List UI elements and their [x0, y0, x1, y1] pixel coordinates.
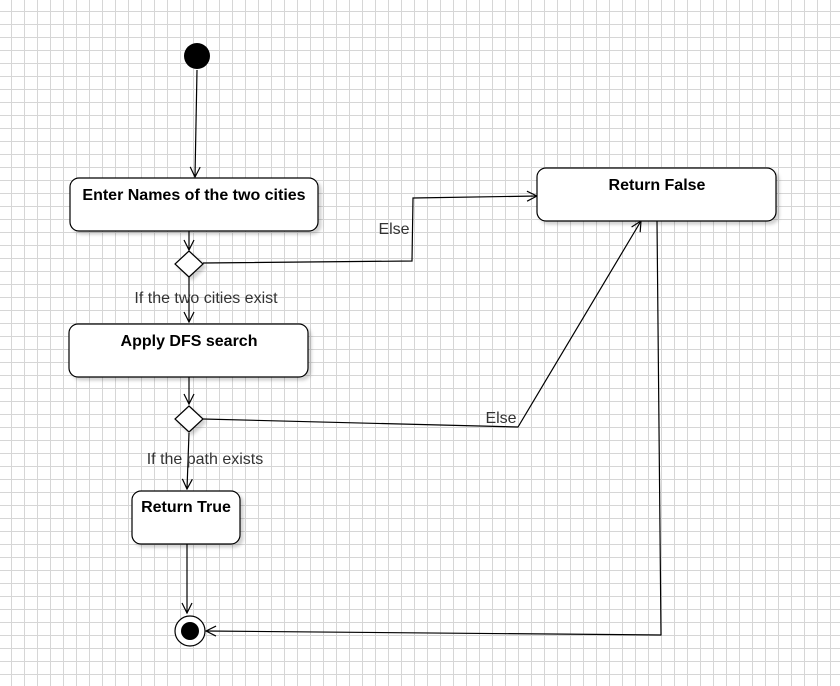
edge-label-cities-exist: If the two cities exist: [134, 290, 278, 307]
edge-decision-2-to-return-true: [187, 432, 189, 489]
decision-node-cities-exist: [174, 250, 204, 278]
action-return-false: Return False: [536, 167, 777, 222]
edge-label-path-exists: If the path exists: [147, 451, 264, 468]
edge-decision-2-else-to-return-false: [202, 221, 641, 428]
action-return-true-label: Return True: [141, 499, 231, 516]
initial-node: [184, 43, 210, 69]
edge-decision-1-else-to-return-false: [202, 196, 537, 264]
action-apply-dfs-label: Apply DFS search: [121, 333, 258, 350]
edge-start-to-enter-names: [195, 69, 197, 177]
decision-node-path-exists: [174, 405, 204, 433]
action-return-true: Return True: [131, 490, 241, 545]
edge-label-else-2: Else: [485, 410, 516, 427]
action-enter-names-label: Enter Names of the two cities: [82, 187, 305, 204]
action-apply-dfs: Apply DFS search: [68, 323, 309, 378]
edge-label-else-1: Else: [378, 221, 409, 238]
edge-return-false-to-end: [206, 220, 662, 635]
final-node: [174, 615, 206, 647]
action-return-false-label: Return False: [609, 177, 706, 194]
action-enter-names: Enter Names of the two cities: [69, 177, 319, 232]
